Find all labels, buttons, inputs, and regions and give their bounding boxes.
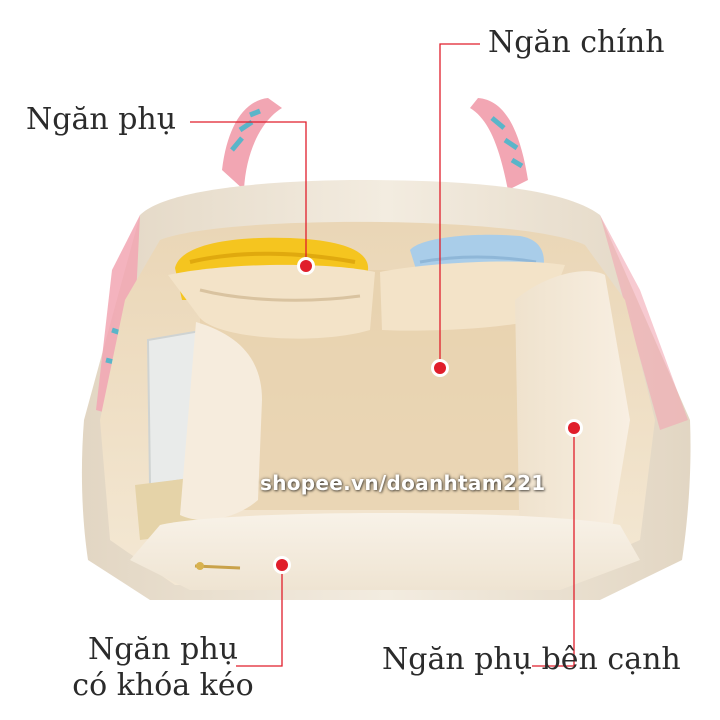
strap-right <box>470 98 528 190</box>
label-side-compartment: Ngăn phụ bên cạnh <box>382 642 681 677</box>
callout-lines <box>190 43 575 667</box>
label-zip-line1: Ngăn phụ <box>87 632 239 667</box>
label-main-compartment: Ngăn chính <box>488 25 665 60</box>
label-zip-line2: có khóa kéo <box>72 668 254 703</box>
strap-left <box>222 98 282 190</box>
label-zip-compartment: Ngăn phụ có khóa kéo <box>58 632 268 704</box>
zipper-pocket <box>130 512 640 590</box>
shop-watermark: shopee.vn/doanhtam221 <box>260 471 546 495</box>
label-aux-compartment: Ngăn phụ <box>26 102 177 137</box>
side-pocket <box>515 271 630 560</box>
callout-dots <box>273 257 583 574</box>
